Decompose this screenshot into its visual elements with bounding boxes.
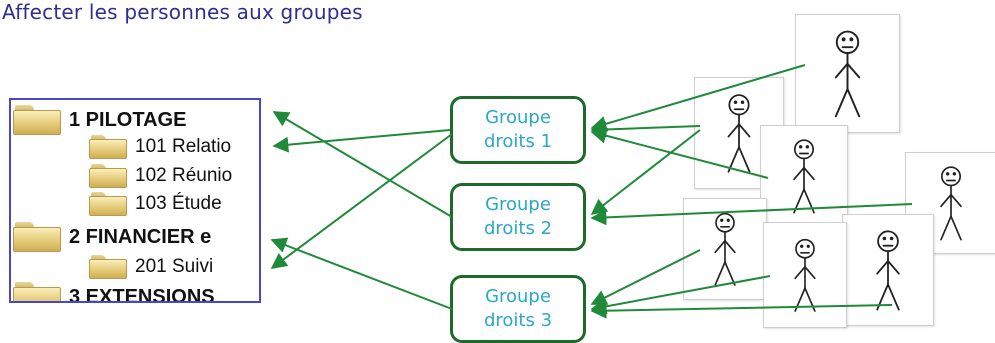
stick-figure-icon — [714, 212, 736, 286]
tree-item-201[interactable]: 201 Suivi — [89, 255, 213, 279]
stick-figure-icon — [727, 94, 751, 173]
group-label-line1: Groupe — [485, 193, 551, 215]
stick-figure-icon — [876, 230, 900, 311]
tree-item-101[interactable]: 101 Relatio — [89, 135, 231, 159]
folder-tree-panel: 1 PILOTAGE 101 Relatio 102 Réunio 103 Ét… — [9, 98, 261, 303]
tree-item-label: 103 Étude — [135, 193, 222, 214]
tree-item-label: 201 Suivi — [135, 256, 214, 277]
folder-icon — [13, 105, 61, 135]
person-card-7 — [763, 222, 847, 328]
arrow-group3-to-financier — [270, 237, 453, 310]
tree-item-label: 2 FINANCIER e — [69, 225, 212, 248]
folder-icon — [89, 135, 127, 159]
arrow-person3-to-group1 — [590, 127, 769, 179]
arrow-person6-to-group3 — [590, 302, 893, 319]
arrow-person2-to-group2 — [590, 129, 701, 215]
page-title: Affecter les personnes aux groupes — [2, 0, 363, 24]
tree-item-103[interactable]: 103 Étude — [89, 192, 222, 216]
folder-icon — [89, 164, 127, 188]
tree-item-label: 101 Relatio — [135, 136, 232, 157]
tree-item-label: 1 PILOTAGE — [69, 108, 187, 131]
folder-icon — [13, 282, 61, 301]
stick-figure-icon — [940, 166, 962, 241]
tree-item-label: 102 Réunio — [135, 165, 233, 186]
group-label-line1: Groupe — [485, 285, 551, 307]
group-box-2[interactable]: Groupe droits 2 — [450, 183, 586, 251]
group-box-1[interactable]: Groupe droits 1 — [450, 96, 586, 164]
arrow-group2-to-pilotage — [272, 111, 453, 218]
person-card-1 — [795, 14, 900, 133]
tree-item-extensions[interactable]: 3 EXTENSIONS — [13, 282, 215, 303]
arrow-group1-to-101 — [272, 129, 451, 153]
arrow-person4-to-group2 — [590, 203, 913, 226]
arrow-person7-to-group3 — [590, 275, 771, 315]
arrow-person5-to-group3 — [590, 249, 701, 305]
group-label-line2: droits 1 — [483, 131, 553, 152]
folder-icon — [89, 192, 127, 216]
group-label-line1: Groupe — [485, 106, 551, 128]
arrow-group1-to-201 — [270, 133, 453, 269]
folder-icon — [13, 222, 61, 252]
tree-item-pilotage[interactable]: 1 PILOTAGE — [13, 105, 186, 135]
stick-figure-icon — [834, 30, 861, 118]
folder-icon — [89, 255, 127, 279]
person-card-6 — [842, 214, 934, 326]
tree-item-label: 3 EXTENSIONS — [69, 285, 215, 303]
group-label-line2: droits 2 — [483, 218, 553, 239]
arrow-person1-to-group1 — [590, 64, 806, 132]
arrow-person2-to-group1 — [590, 121, 701, 138]
person-card-5 — [683, 198, 767, 300]
tree-item-financier[interactable]: 2 FINANCIER e — [13, 222, 211, 252]
group-label-line2: droits 3 — [483, 310, 553, 331]
tree-item-102[interactable]: 102 Réunio — [89, 164, 232, 188]
